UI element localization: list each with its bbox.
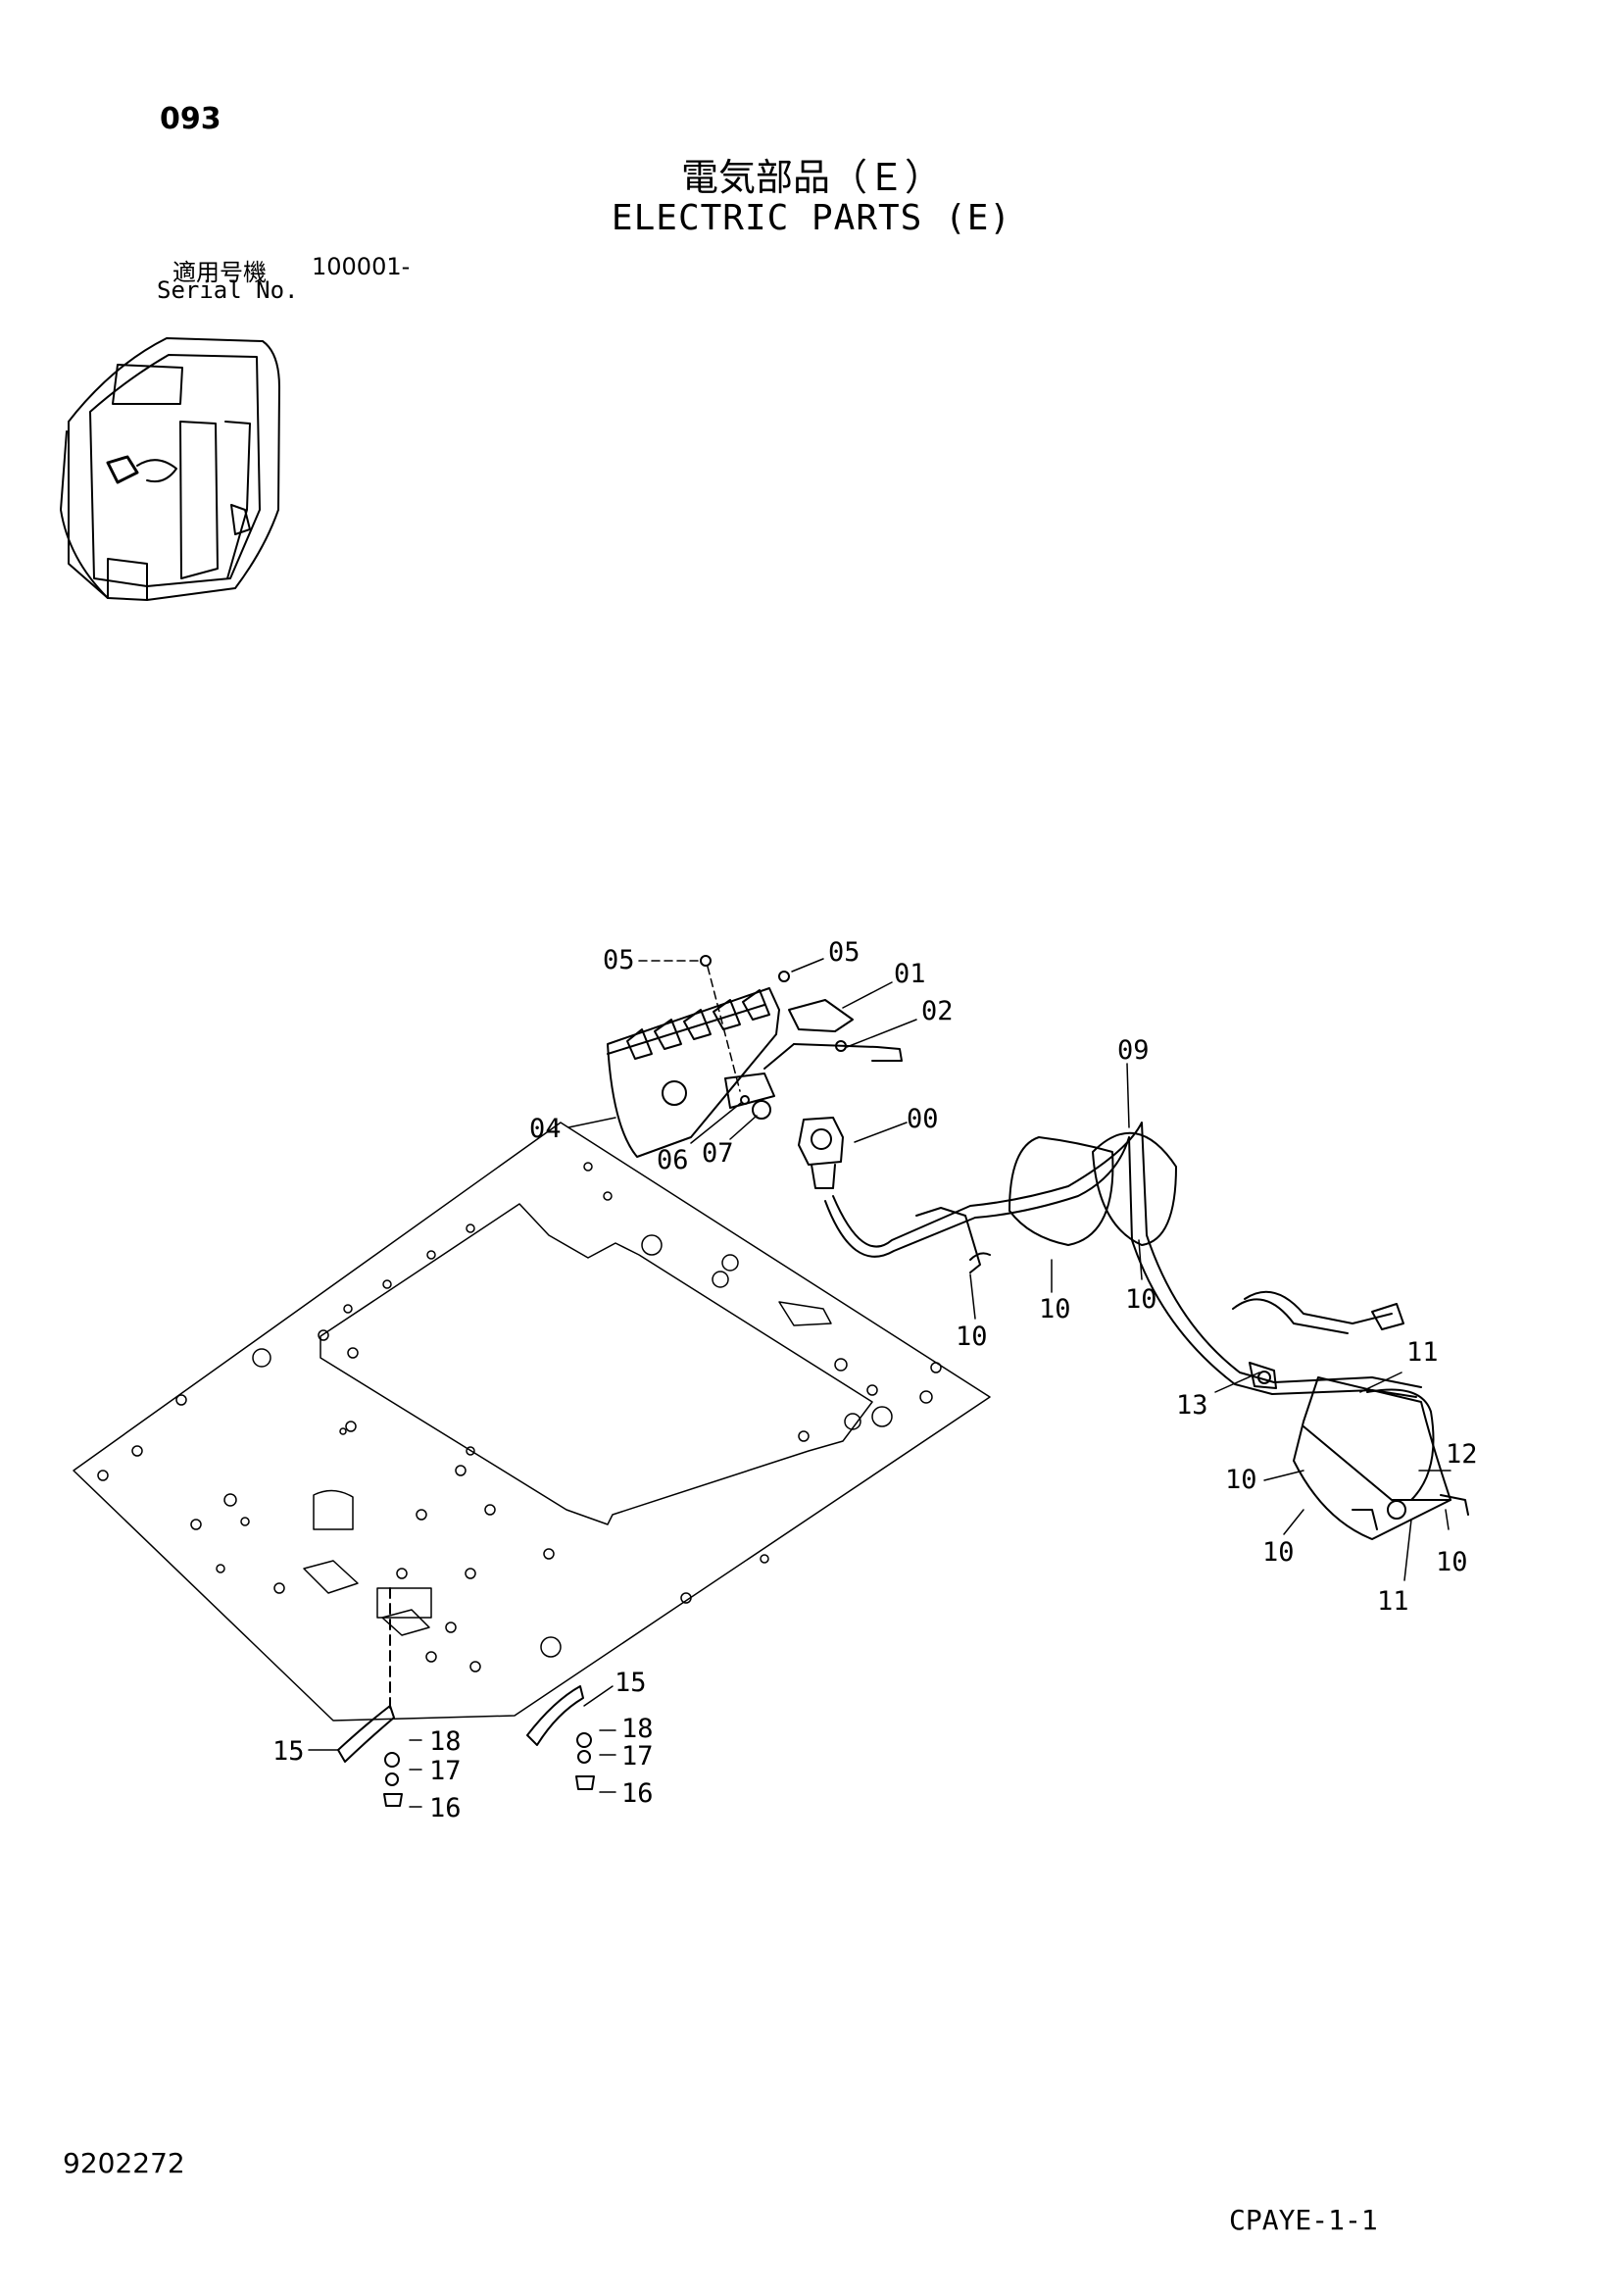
callout-labels: 05 05 01 02 04 00 06 07 09 10 10 10 10 1… [272, 937, 1478, 1823]
callout-10-c: 10 [1125, 1284, 1157, 1315]
floor-plate-holes [97, 1162, 942, 1672]
callout-05-right: 05 [828, 937, 861, 968]
callout-11-a: 11 [1406, 1337, 1439, 1368]
callout-10-d: 10 [1225, 1465, 1257, 1495]
callout-17-left: 17 [429, 1756, 462, 1786]
callout-17-right: 17 [621, 1741, 654, 1772]
sheet-code: CPAYE-1-1 [1229, 2204, 1378, 2236]
document-number: 9202272 [63, 2147, 185, 2179]
callout-18-left: 18 [429, 1726, 462, 1757]
callout-04: 04 [529, 1114, 562, 1144]
page-number: 093 [160, 102, 221, 136]
callout-00: 00 [907, 1104, 939, 1134]
callout-13: 13 [1176, 1390, 1208, 1421]
callout-15-left: 15 [272, 1736, 305, 1767]
callout-11-b: 11 [1377, 1586, 1409, 1617]
cab-locator-illustration [60, 337, 280, 601]
callout-06: 06 [657, 1145, 689, 1175]
callout-16-left: 16 [429, 1793, 462, 1823]
callout-10-e: 10 [1262, 1537, 1295, 1568]
callout-09: 09 [1117, 1035, 1150, 1066]
switch-panel-assembly [607, 955, 903, 1158]
ground-strap-right [526, 1685, 595, 1790]
callout-12: 12 [1446, 1439, 1478, 1470]
page-title-japanese: 電気部品（Ｅ） [680, 156, 942, 199]
callout-10-a: 10 [956, 1322, 988, 1352]
serial-value: 100001- [312, 253, 411, 280]
floor-plate [73, 1122, 991, 1722]
ground-strap-left [337, 1587, 403, 1807]
callout-01: 01 [894, 959, 926, 989]
callout-10-b: 10 [1039, 1294, 1071, 1324]
callout-16-right: 16 [621, 1778, 654, 1809]
serial-label-english: Serial No. [157, 276, 299, 304]
callout-10-f: 10 [1436, 1547, 1468, 1577]
callout-15-right: 15 [615, 1668, 647, 1698]
callout-05-left: 05 [603, 945, 635, 975]
key-switch [798, 1117, 844, 1189]
callout-07: 07 [702, 1138, 734, 1169]
callout-02: 02 [921, 996, 954, 1026]
page-title-english: ELECTRIC PARTS (E) [611, 198, 1012, 238]
leader-lines [308, 958, 1451, 1808]
serial-label-japanese: 適用号機 [172, 259, 267, 286]
wire-harness [824, 1122, 1469, 1540]
callout-18-right: 18 [621, 1714, 654, 1744]
